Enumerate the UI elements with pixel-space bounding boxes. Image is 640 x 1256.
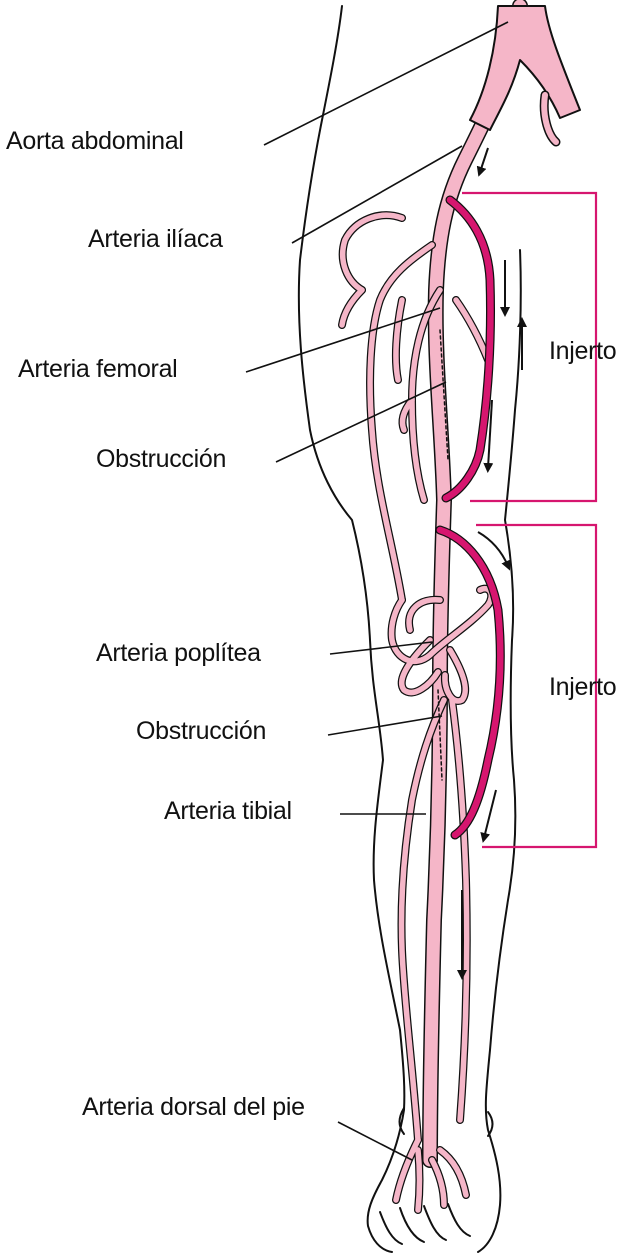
flow-arrow-3 — [483, 399, 494, 473]
label-arteria-poplitea: Arteria poplítea — [96, 639, 261, 667]
label-aorta-abdominal: Aorta abdominal — [6, 127, 184, 155]
bypass-grafts — [435, 195, 505, 840]
ankle-bone-mark-2 — [487, 1111, 494, 1137]
peroneal-artery — [449, 697, 470, 1123]
leader-iliaca — [291, 145, 463, 244]
label-arteria-dorsal-del-pie: Arteria dorsal del pie — [82, 1093, 305, 1121]
toe-outline-2 — [399, 1207, 425, 1243]
leg-outline — [297, 5, 522, 1253]
femoral-branch-5 — [399, 397, 415, 433]
leader-poplitea — [329, 641, 433, 655]
foot-arteries — [393, 1137, 469, 1213]
toe-outline-3 — [423, 1205, 447, 1241]
bracket-upper — [462, 191, 598, 503]
label-arteria-tibial: Arteria tibial — [164, 797, 292, 825]
label-injerto-2: Injerto — [549, 673, 617, 701]
label-obstruccion-2: Obstrucción — [136, 717, 267, 745]
aorta-top — [469, 5, 581, 131]
graft-brackets — [462, 191, 598, 849]
toe-outline-1 — [379, 1211, 403, 1245]
femoral-branch-4 — [393, 297, 405, 383]
aorta-vessel — [423, 0, 527, 1167]
deep-femoral-artery — [367, 242, 435, 603]
label-injerto-1: Injerto — [549, 337, 617, 365]
genicular-loop-3 — [399, 637, 441, 696]
label-arteria-femoral: Arteria femoral — [18, 355, 178, 383]
obstruction-mark-femoral — [439, 329, 449, 461]
obstruction-mark-popliteal — [437, 689, 443, 781]
label-obstruccion-1: Obstrucción — [96, 445, 227, 473]
leader-dorsal — [337, 1121, 413, 1161]
leader-aorta — [263, 21, 509, 146]
genicular-loop-4 — [442, 647, 468, 704]
femoral-branch-2 — [453, 297, 491, 363]
genicular-loop-2 — [406, 597, 443, 633]
toe-outline-4 — [447, 1203, 471, 1237]
anterior-tibial-artery — [398, 697, 447, 1143]
flow-arrows — [457, 147, 527, 980]
bracket-lower — [476, 523, 598, 849]
circumflex-artery — [339, 212, 405, 293]
leader-femoral — [245, 307, 441, 373]
leader-obstruccion-1 — [275, 381, 447, 463]
leg-inner-contour — [477, 249, 522, 1253]
leader-obstruccion-2 — [327, 715, 443, 736]
flow-arrow-5 — [480, 789, 497, 843]
leader-lines — [245, 21, 509, 1161]
label-arteria-iliaca: Arteria ilíaca — [88, 225, 223, 253]
flow-arrow-1 — [476, 147, 489, 177]
femoral-branch-3 — [339, 287, 365, 328]
leg-outer-contour — [297, 5, 406, 1253]
ankle-bone-mark — [398, 1107, 405, 1135]
flow-arrow-4 — [477, 531, 511, 571]
arteries — [338, 0, 581, 1214]
